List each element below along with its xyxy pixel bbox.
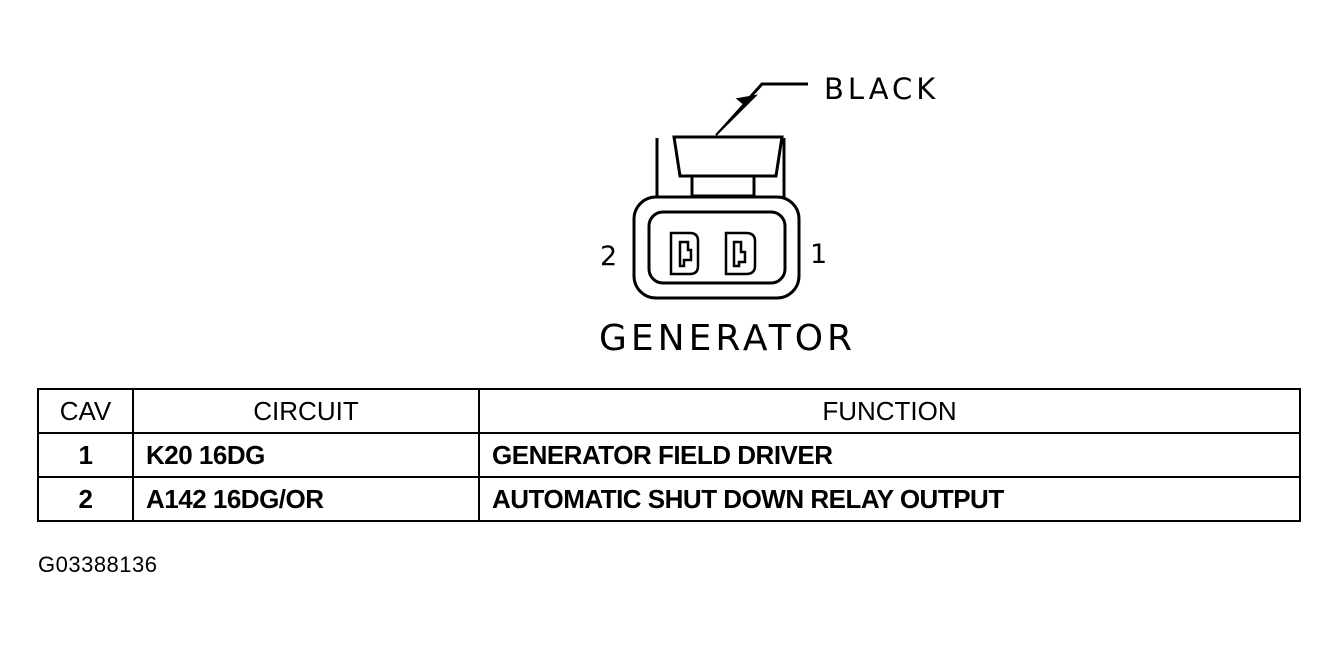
pinout-table: CAV CIRCUIT FUNCTION 1 K20 16DG GENERATO… [37,388,1301,522]
component-label: GENERATOR [599,318,856,359]
circuit-cell: A142 16DG/OR [132,476,480,522]
circuit-cell: K20 16DG [132,432,480,478]
header-function: FUNCTION [478,388,1301,434]
table-row: 1 K20 16DG GENERATOR FIELD DRIVER [37,432,1301,478]
pin-2-label: 2 [600,241,617,272]
function-cell: GENERATOR FIELD DRIVER [478,432,1301,478]
connector-latch [655,135,786,200]
cavity-2 [669,231,700,276]
table-row: 2 A142 16DG/OR AUTOMATIC SHUT DOWN RELAY… [37,476,1301,522]
cav-cell: 2 [37,476,134,522]
figure-id: G03388136 [38,552,158,577]
function-cell: AUTOMATIC SHUT DOWN RELAY OUTPUT [478,476,1301,522]
wire-color-label: BLACK [824,72,939,106]
table-header-row: CAV CIRCUIT FUNCTION [37,388,1301,434]
cav-cell: 1 [37,432,134,478]
pin-1-label: 1 [810,239,827,270]
header-cav: CAV [37,388,134,434]
generator-connector-diagram: BLACK 2 1 GENERATOR [599,72,939,359]
color-leader-arrow [715,82,808,136]
cavity-1 [724,231,757,276]
header-circuit: CIRCUIT [132,388,480,434]
connector-body [632,195,801,300]
